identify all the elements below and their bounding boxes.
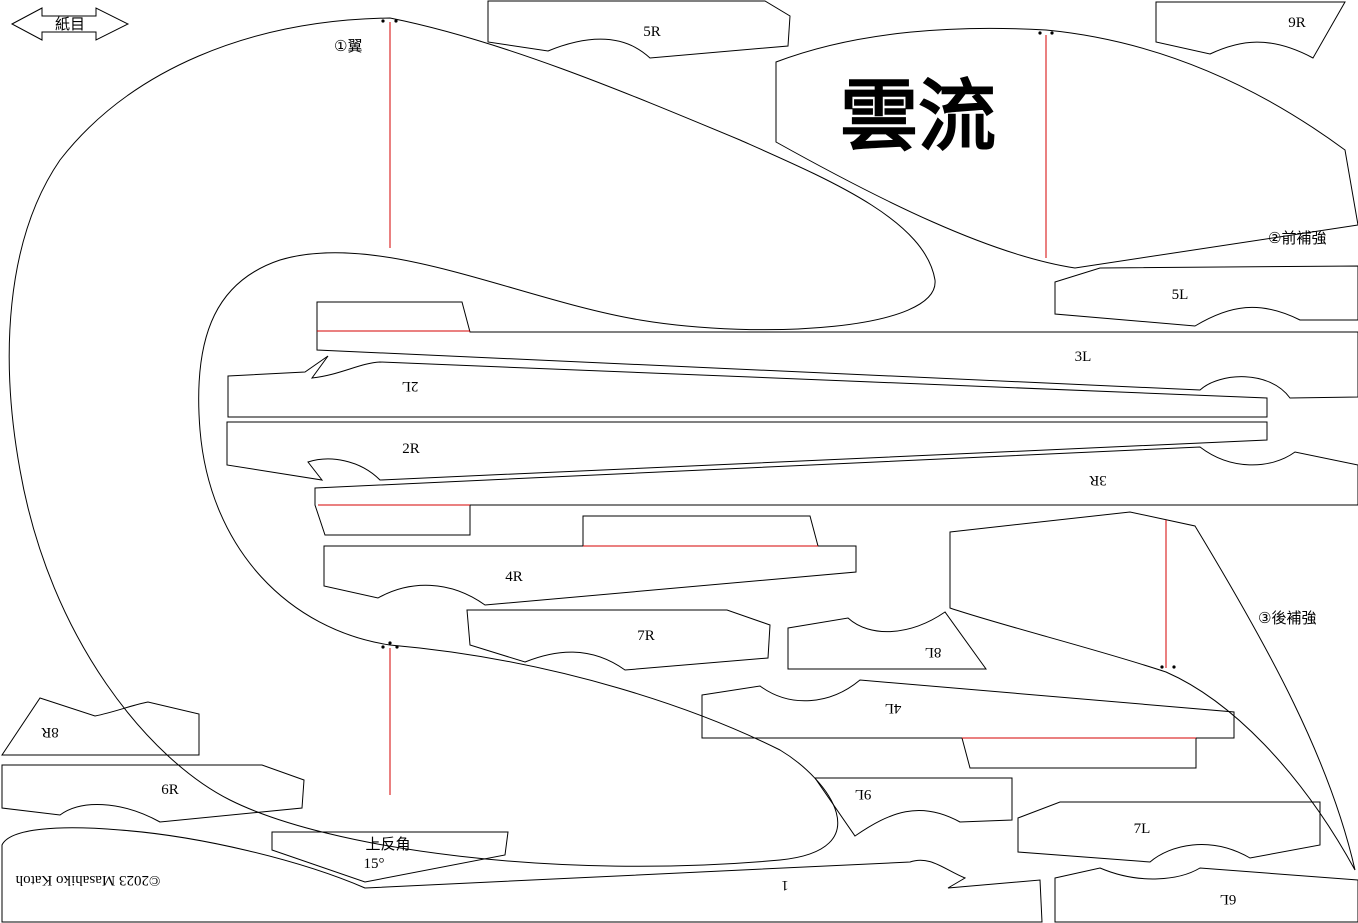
label-5R: 5R: [643, 24, 661, 40]
label-6R: 6R: [161, 782, 179, 798]
wing-label: ①翼: [334, 37, 362, 55]
label-3R: 3R: [1089, 472, 1107, 488]
label-4L: 4L: [885, 700, 902, 716]
label-7R: 7R: [637, 628, 655, 644]
part-5L: 5L: [1054, 265, 1358, 327]
part-7L: 7L: [1017, 801, 1321, 863]
front-reinforcement-part: 雲流 ②前補強: [775, 27, 1358, 269]
part-3L: 3L: [316, 301, 1358, 399]
label-6L: 6L: [1220, 891, 1237, 907]
label-2L: 2L: [402, 378, 419, 394]
rear-reinforcement-part: ③後補強: [949, 511, 1356, 871]
label-3L: 3L: [1075, 349, 1092, 365]
wing-part: ①翼: [8, 17, 936, 867]
label-1: 1: [781, 877, 789, 893]
label-4R: 4R: [505, 569, 523, 585]
part-6L: 6L: [1054, 867, 1358, 923]
dihedral-angle: 15°: [364, 856, 385, 872]
grain-direction-arrow: 紙目: [10, 7, 130, 41]
part-2L: 2L: [227, 355, 1268, 418]
part-4L: 4L: [701, 679, 1235, 769]
label-9R: 9R: [1288, 15, 1306, 31]
part-7R: 7R: [466, 609, 771, 671]
part-1: 1 ©2023 Masahiko Katoh: [1, 827, 1043, 923]
label-7L: 7L: [1134, 821, 1151, 837]
part-6R: 6R: [1, 764, 305, 823]
grain-label: 紙目: [55, 15, 85, 33]
part-8R: 8R: [1, 697, 200, 756]
part-3R: 3R: [314, 446, 1358, 536]
label-8R: 8R: [41, 724, 59, 740]
rear-reinforce-label: ③後補強: [1258, 609, 1316, 627]
part-4R: 4R: [323, 515, 857, 606]
front-reinforce-label: ②前補強: [1268, 229, 1326, 247]
part-9L: 9L: [814, 777, 1013, 837]
part-9R: 9R: [1155, 1, 1346, 59]
part-2R: 2R: [226, 421, 1268, 481]
label-5L: 5L: [1172, 287, 1189, 303]
label-8L: 8L: [925, 644, 942, 660]
product-title: 雲流: [840, 71, 996, 162]
dihedral-jig: 上反角 15°: [271, 831, 509, 883]
label-9L: 9L: [855, 786, 872, 802]
dihedral-label: 上反角: [365, 835, 410, 853]
part-5R: 5R: [487, 0, 791, 59]
copyright: ©2023 Masahiko Katoh: [15, 872, 160, 888]
part-8L: 8L: [787, 611, 987, 670]
label-2R: 2R: [402, 441, 420, 457]
